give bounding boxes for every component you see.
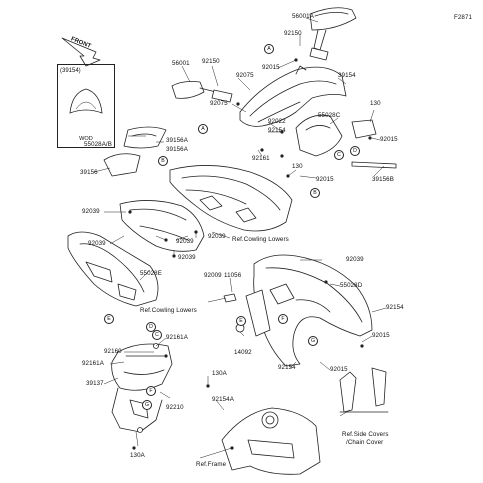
left-fairing-part <box>119 200 205 252</box>
front-arrow-icon <box>61 37 101 67</box>
part-label-92039-1: 92039 <box>82 208 100 215</box>
left-mirror-part <box>171 81 233 103</box>
callout-g-right: G <box>308 336 318 346</box>
inner-bracket-part <box>245 289 271 337</box>
callout-b-left: B <box>158 156 168 166</box>
part-label-92154a: 92154A <box>212 396 234 403</box>
part-label-130-right: 130 <box>370 100 381 107</box>
upper-cowl-part <box>239 65 347 127</box>
part-label-92039-5: 92039 <box>178 254 196 261</box>
callout-b-right: B <box>310 188 320 198</box>
part-label-92154-bottom: 92154 <box>278 364 296 371</box>
lower-right-cowl-part <box>253 254 373 367</box>
part-label-39154: 39154 <box>338 72 356 79</box>
part-label-92015-bottom: 92015 <box>330 366 348 373</box>
windshield-icon <box>69 88 103 114</box>
inner-panel-part <box>295 114 377 157</box>
part-label-11056: 11056 <box>224 272 242 279</box>
ref-cowling-lowers-2: Ref.Cowling Lowers <box>140 307 197 314</box>
part-label-92039-right: 92039 <box>346 256 364 263</box>
part-label-92150: 92150 <box>284 30 302 37</box>
ref-cowling-lowers-1: Ref.Cowling Lowers <box>232 236 289 243</box>
part-label-92022: 92022 <box>268 118 286 125</box>
main-fairing-part <box>169 165 293 232</box>
part-label-39156b: 39156B <box>372 176 394 183</box>
part-label-92161a-2: 92161A <box>82 360 104 367</box>
part-label-92015-right: 92015 <box>380 136 398 143</box>
part-label-92161-top: 92161 <box>252 155 270 162</box>
lower-left-cowl-part <box>67 231 159 307</box>
figure-code: F2871 <box>454 14 473 21</box>
callout-f-left: F <box>146 386 156 396</box>
part-label-39156a-2: 39156A <box>166 146 188 153</box>
callout-e-left: E <box>104 314 114 324</box>
callout-f-right: F <box>278 314 288 324</box>
inset-code: (39154) <box>60 68 81 74</box>
part-label-92160: 92160 <box>104 348 122 355</box>
part-label-92009: 92009 <box>204 272 222 279</box>
part-label-92075-a: 92075 <box>236 72 254 79</box>
ref-side-covers: Ref.Side Covers <box>342 431 389 438</box>
part-label-92039-2: 92039 <box>88 240 106 247</box>
meter-bracket-part <box>111 343 173 433</box>
part-label-92075-b: 92075 <box>210 100 228 107</box>
part-label-92039-4: 92039 <box>208 233 226 240</box>
callout-g-left: G <box>142 400 152 410</box>
rod-39156b <box>351 161 397 169</box>
part-label-56001: 56001 <box>172 60 190 67</box>
part-label-55028d: 55028D <box>340 282 363 289</box>
ref-chain-cover: /Chain Cover <box>346 439 384 446</box>
side-cover-bracket-part <box>339 367 389 413</box>
callout-c-left: C <box>152 330 162 340</box>
callout-d-left: D <box>146 322 156 332</box>
part-label-130a-1: 130A <box>212 370 227 377</box>
callout-e-right: E <box>236 316 246 326</box>
ref-frame: Ref.Frame <box>196 461 227 468</box>
part-label-92015-mid: 92015 <box>316 176 334 183</box>
callout-c-right: C <box>334 150 344 160</box>
part-label-92154-top: 92154 <box>268 127 286 134</box>
callout-d-right: D <box>350 146 360 156</box>
leader-lines <box>93 17 387 459</box>
part-label-39156: 39156 <box>80 169 98 176</box>
side-panel-part <box>103 153 141 177</box>
part-label-130-mid: 130 <box>292 163 303 170</box>
part-label-55028e: 55028E <box>140 270 162 277</box>
part-label-130a-2: 130A <box>130 452 145 459</box>
callout-a-top: A <box>264 44 274 54</box>
part-label-56001a: 56001A <box>292 13 314 20</box>
part-label-39137: 39137 <box>86 380 104 387</box>
part-label-39156a-1: 39156A <box>166 137 188 144</box>
part-label-92039-3: 92039 <box>176 238 194 245</box>
part-label-14092: 14092 <box>234 349 252 356</box>
inset-box: (39154) WOD <box>57 64 115 148</box>
frame-part <box>221 407 321 475</box>
part-label-92150-left: 92150 <box>202 58 220 65</box>
part-label-92015-a: 92015 <box>262 64 280 71</box>
part-label-92161a-1: 92161A <box>166 334 188 341</box>
callout-a-left: A <box>198 124 208 134</box>
inset-note: WOD <box>79 136 93 142</box>
part-label-92154-right: 92154 <box>386 304 404 311</box>
part-label-55028ab: 55028A/B <box>84 141 112 148</box>
right-mirror-part <box>309 7 357 61</box>
part-label-55028c: 55028C <box>318 112 341 119</box>
part-label-92015-right-2: 92015 <box>372 332 390 339</box>
left-duct-part <box>123 126 167 149</box>
small-clip-part <box>223 293 245 333</box>
part-label-92210: 92210 <box>166 404 184 411</box>
